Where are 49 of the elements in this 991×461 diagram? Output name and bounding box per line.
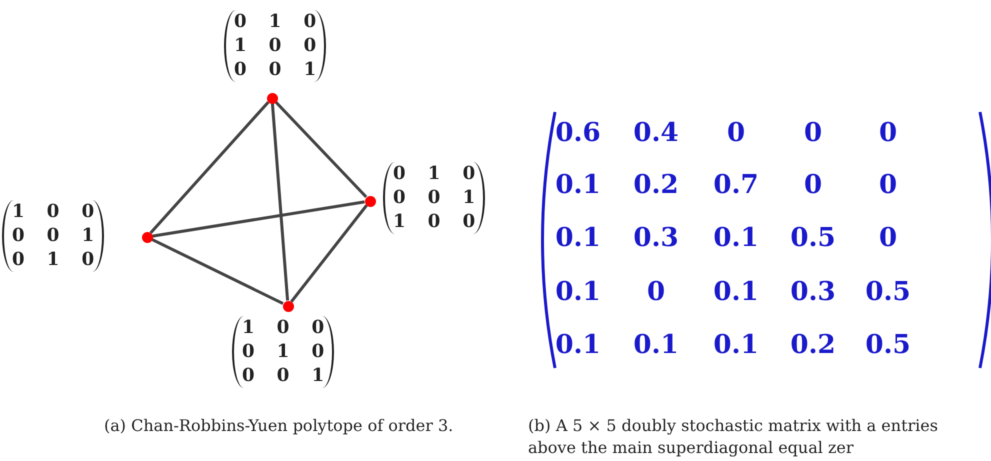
- vertex-dot: [282, 300, 294, 312]
- polytope-edge: [151, 238, 284, 305]
- matrix-entry: 0.4: [632, 118, 680, 148]
- matrix-entry: 0.1: [632, 330, 680, 360]
- matrix-entry: 0: [726, 118, 746, 148]
- vertex-dot: [364, 196, 376, 206]
- matrix-entry: 0.2: [632, 170, 680, 200]
- matrix-row: 0 0 1: [393, 186, 476, 210]
- vertex-dot: [266, 92, 278, 104]
- matrix-entry: 0.3: [632, 223, 680, 253]
- matrix-entry: 0: [878, 118, 898, 148]
- matrix-entry: 0.5: [864, 330, 912, 360]
- vertex-dot: [142, 232, 152, 242]
- matrix-entry: 0: [802, 118, 824, 148]
- matrix-entry: 0.2: [789, 330, 837, 360]
- matrix-entry: 0.6: [554, 118, 602, 148]
- matrix-entry: 0.1: [554, 330, 602, 360]
- matrix-row: 1 0 0: [393, 210, 476, 234]
- matrix-row: 0 1 0: [12, 248, 94, 272]
- matrix-entry: 0: [802, 170, 824, 200]
- matrix-row: 1 0 0: [234, 34, 316, 58]
- polytope-edge: [290, 204, 368, 303]
- matrix-row: 0 0 1: [242, 364, 324, 388]
- matrix-entry: 0.1: [712, 277, 760, 307]
- polytope-edge: [152, 200, 365, 238]
- matrix-entry: 0.5: [789, 223, 837, 253]
- matrix-entry: 0.1: [554, 277, 602, 307]
- polytope-edge: [274, 100, 368, 198]
- matrix-entry: 0.1: [712, 223, 760, 253]
- matrix-entry: 0.7: [712, 170, 760, 200]
- matrix-entry: 0.1: [712, 330, 760, 360]
- caption: (a) Chan-Robbins-Yuen polytope of order 3.: [104, 415, 454, 437]
- matrix-entry: 0: [646, 277, 666, 307]
- matrix-row: 0 0 1: [12, 224, 94, 248]
- polytope-edge: [270, 103, 290, 301]
- matrix-entry: 0.3: [789, 277, 837, 307]
- matrix-entry: 0.5: [864, 277, 912, 307]
- matrix-row: 0 0 1: [234, 58, 316, 82]
- matrix-entry: 0.1: [554, 170, 602, 200]
- matrix-row: 0 1 0: [393, 162, 476, 186]
- polytope-edge: [150, 101, 270, 234]
- matrix-row: 1 0 0: [242, 316, 324, 340]
- matrix-row: 0 1 0: [242, 340, 324, 364]
- matrix-row: 1 0 0: [12, 200, 94, 224]
- matrix-entry: 0.1: [554, 223, 602, 253]
- matrix-entry: 0: [878, 223, 898, 253]
- matrix-entry: 0: [878, 170, 898, 200]
- caption: (b) A 5 × 5 doubly stochastic matrix with a entries above the main superdiagonal equal zer: [528, 415, 939, 459]
- matrix-row: 0 1 0: [234, 10, 316, 34]
